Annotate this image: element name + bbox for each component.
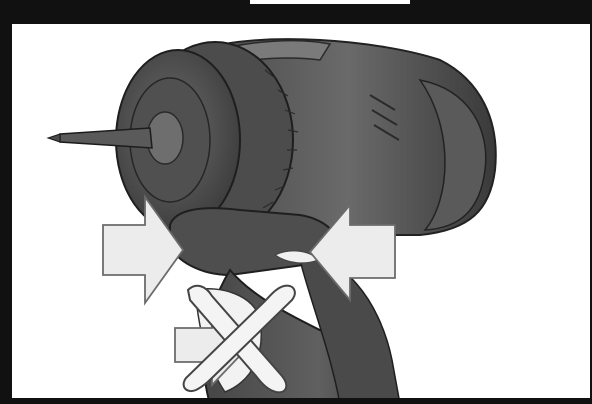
frame-top-notch [250,0,410,4]
frame-bottom [12,398,590,404]
chuck-center [147,112,183,164]
